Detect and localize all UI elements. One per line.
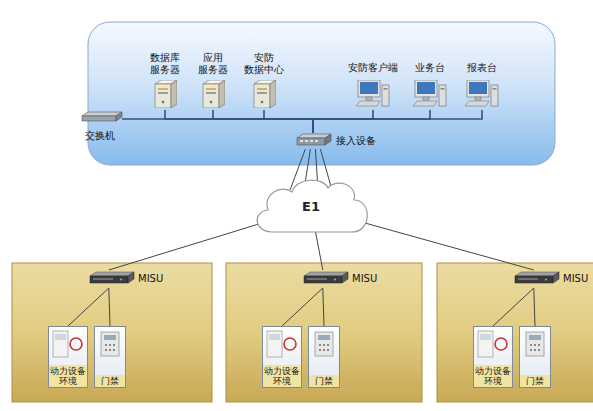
network-link bbox=[109, 222, 267, 270]
node-label: MISU bbox=[138, 273, 163, 285]
network-link bbox=[282, 288, 323, 326]
misu-device: MISU bbox=[302, 270, 382, 288]
node-label: 数据库 服务器 bbox=[141, 52, 189, 76]
network-link bbox=[493, 288, 534, 326]
misu-device: MISU bbox=[513, 270, 593, 288]
network-link bbox=[165, 110, 313, 133]
site-panel bbox=[12, 263, 212, 402]
node-label: 接入设备 bbox=[336, 135, 376, 147]
node-label: 门禁 bbox=[309, 375, 339, 387]
equipment-box: 动力设备 环境 bbox=[262, 326, 302, 388]
server-icon bbox=[254, 80, 276, 108]
network-link bbox=[357, 221, 534, 270]
workstation-icon bbox=[465, 80, 498, 106]
equipment-box: 动力设备 环境 bbox=[473, 326, 513, 388]
network-link bbox=[323, 288, 324, 326]
node-label: 动力设备 环境 bbox=[263, 365, 301, 387]
node-label: 动力设备 环境 bbox=[49, 365, 87, 387]
node-label: MISU bbox=[352, 273, 377, 285]
node-label: MISU bbox=[563, 273, 588, 285]
equipment-box: 动力设备 环境 bbox=[48, 326, 88, 388]
equipment-box: 门禁 bbox=[519, 326, 551, 388]
workstation: 业务台 bbox=[406, 62, 454, 110]
node-label: 安防客户端 bbox=[345, 62, 401, 74]
network-link bbox=[122, 119, 313, 133]
node-label: 业务台 bbox=[406, 62, 454, 74]
node-label: 报表台 bbox=[458, 62, 506, 74]
center-panel bbox=[88, 22, 555, 165]
site-panel bbox=[226, 263, 422, 402]
server-icon bbox=[155, 80, 177, 108]
workstation: 报表台 bbox=[458, 62, 506, 110]
node-label: E1 bbox=[302, 196, 320, 214]
access-device: 接入设备 bbox=[294, 133, 384, 149]
node-label: 安防 数据中心 bbox=[240, 52, 288, 76]
server-device: 安防 数据中心 bbox=[240, 52, 288, 110]
equipment-box: 门禁 bbox=[94, 326, 126, 388]
switch-icon bbox=[82, 112, 122, 121]
workstation-icon bbox=[356, 80, 389, 106]
network-link bbox=[534, 288, 535, 326]
equipment-box: 门禁 bbox=[308, 326, 340, 388]
node-label: 动力设备 环境 bbox=[474, 365, 512, 387]
node-label: 门禁 bbox=[95, 375, 125, 387]
network-link bbox=[313, 110, 430, 133]
server-device: 数据库 服务器 bbox=[141, 52, 189, 110]
network-link bbox=[68, 288, 109, 326]
network-link bbox=[313, 110, 373, 133]
node-label: 交换机 bbox=[78, 130, 122, 142]
switch-device: 交换机 bbox=[78, 112, 122, 142]
network-cloud: E1 bbox=[250, 176, 372, 234]
network-link bbox=[213, 110, 313, 133]
workstation-icon bbox=[413, 80, 446, 106]
server-device: 应用 服务器 bbox=[189, 52, 237, 110]
cloud-shape bbox=[257, 180, 367, 232]
node-label: 应用 服务器 bbox=[189, 52, 237, 76]
node-label: 门禁 bbox=[520, 375, 550, 387]
site-icons bbox=[53, 272, 134, 357]
site-icons bbox=[478, 272, 559, 357]
network-link bbox=[109, 288, 110, 326]
network-link bbox=[264, 110, 313, 133]
router-icon bbox=[297, 134, 331, 145]
misu-device: MISU bbox=[88, 270, 168, 288]
workstation: 安防客户端 bbox=[345, 62, 401, 110]
site-icons bbox=[267, 272, 348, 357]
network-link bbox=[313, 110, 482, 133]
network-link bbox=[315, 231, 322, 270]
server-icon bbox=[203, 80, 225, 108]
site-panel bbox=[437, 263, 593, 402]
